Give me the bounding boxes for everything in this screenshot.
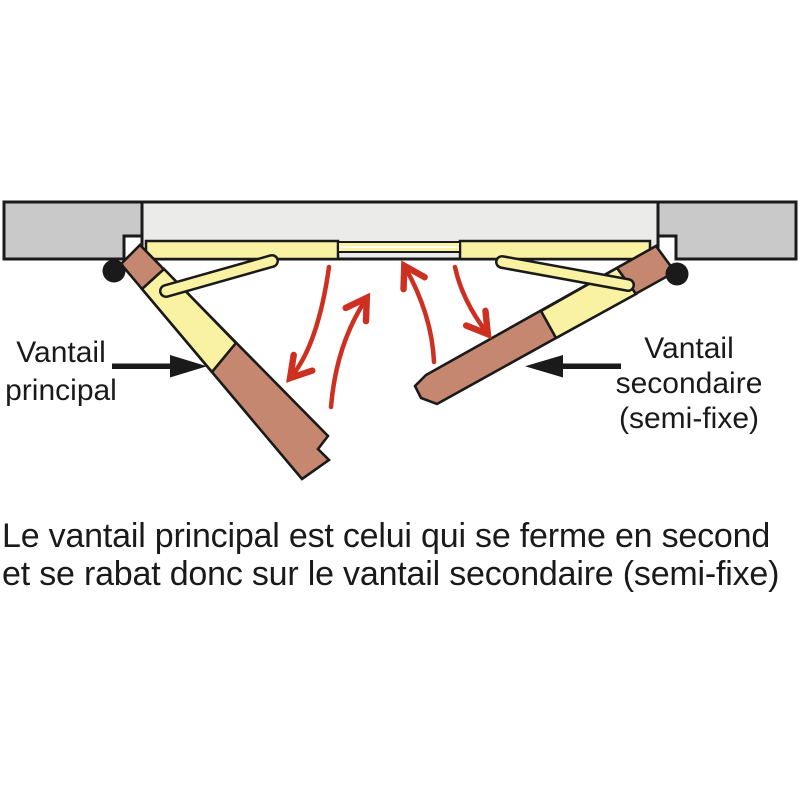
swing-arrow-open-right-icon: [452, 264, 492, 340]
caption-line1: Le vantail principal est celui qui se fe…: [2, 517, 771, 555]
swing-arrow-close-left-icon: [328, 292, 371, 410]
main-leaf-label-line2: principal: [5, 374, 117, 407]
main-leaf-label-line1: Vantail: [16, 336, 106, 369]
secondary-leaf-label-line1: Vantail: [644, 332, 734, 365]
swing-arrow-close-right-icon: [400, 260, 437, 365]
main-leaf-label: Vantail principal: [0, 334, 122, 410]
right-wall: [656, 200, 798, 261]
secondary-leaf-pointer-arrow-icon: [525, 355, 621, 378]
secondary-leaf-label-line2: secondaire: [615, 367, 763, 400]
main-leaf-pointer-arrow-icon: [112, 355, 207, 378]
frame-head-left: [144, 239, 340, 261]
secondary-leaf-label: Vantail secondaire (semi-fixe): [598, 331, 780, 436]
caption: Le vantail principal est celui qui se fe…: [2, 517, 798, 593]
left-wall: [2, 200, 144, 261]
caption-line2: et se rabat donc sur le vantail secondai…: [2, 555, 780, 593]
frame-head-right: [458, 239, 652, 261]
secondary-leaf-stay-arm: [495, 255, 635, 292]
swing-arrow-open-left-icon: [286, 264, 332, 383]
main-leaf-stay-arm: [159, 254, 279, 298]
main-hinge-dot: [102, 259, 126, 283]
secondary-hinge-dot: [665, 262, 689, 286]
secondary-leaf-label-line3: (semi-fixe): [619, 402, 759, 435]
